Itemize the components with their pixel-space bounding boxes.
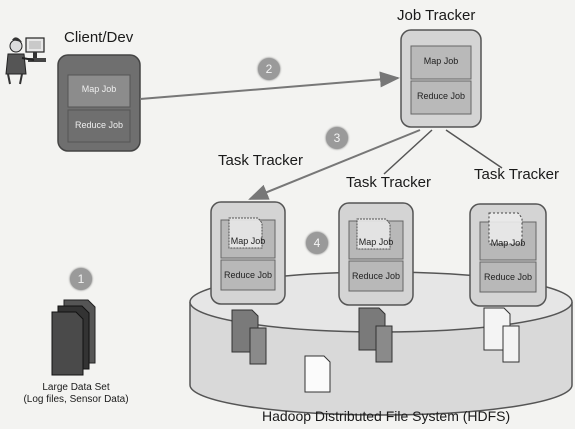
task-tracker-node-2	[338, 202, 414, 306]
task-tracker-1-title: Task Tracker	[218, 152, 304, 169]
client-map-job-label: Map Job	[81, 84, 117, 94]
job-tracker-reduce-job-label: Reduce Job	[416, 91, 466, 101]
dataset-caption-line-1: Large Data Set	[42, 382, 110, 393]
job-tracker-title: Job Tracker	[397, 7, 476, 24]
hdfs-document-icon-center	[304, 355, 331, 393]
job-tracker-map-job-label: Map Job	[423, 56, 459, 66]
task-tracker-3-map-job-label: Map Job	[490, 238, 526, 248]
step-4-badge: 4	[306, 232, 328, 254]
arrow-jobtracker-to-tasktracker-1	[248, 129, 421, 200]
dataset-caption: Large Data Set (Log files, Sensor Data)	[22, 382, 130, 406]
arrow-jobtracker-to-tasktracker-2	[383, 129, 433, 175]
task-tracker-2-map-job-label: Map Job	[358, 237, 394, 247]
client-node	[57, 54, 141, 152]
client-reduce-job-label: Reduce Job	[74, 120, 124, 130]
dataset-caption-line-2: (Log files, Sensor Data)	[23, 394, 129, 405]
step-3-badge: 3	[326, 127, 348, 149]
task-tracker-1-reduce-job-label: Reduce Job	[223, 270, 273, 280]
hdfs-label: Hadoop Distributed File System (HDFS)	[262, 408, 511, 424]
task-tracker-node-3	[469, 203, 547, 307]
client-dev-title: Client/Dev	[64, 29, 134, 46]
arrow-client-to-jobtracker	[139, 71, 400, 100]
hdfs-document-icon-1	[231, 309, 267, 365]
step-1-badge: 1	[70, 268, 92, 290]
task-tracker-1-map-job-label: Map Job	[230, 236, 266, 246]
hdfs-document-icon-2	[358, 307, 393, 363]
document-stack-icon	[51, 299, 96, 376]
task-tracker-node-1	[210, 201, 286, 305]
task-tracker-3-reduce-job-label: Reduce Job	[483, 272, 533, 282]
person-at-computer-icon	[5, 37, 46, 85]
job-tracker-node	[400, 29, 482, 128]
task-tracker-2-reduce-job-label: Reduce Job	[351, 271, 401, 281]
task-tracker-2-title: Task Tracker	[346, 174, 432, 191]
arrow-jobtracker-to-tasktracker-3	[445, 129, 503, 169]
hdfs-document-icon-3	[483, 307, 520, 363]
step-2-badge: 2	[258, 58, 280, 80]
task-tracker-3-title: Task Tracker	[474, 166, 560, 183]
